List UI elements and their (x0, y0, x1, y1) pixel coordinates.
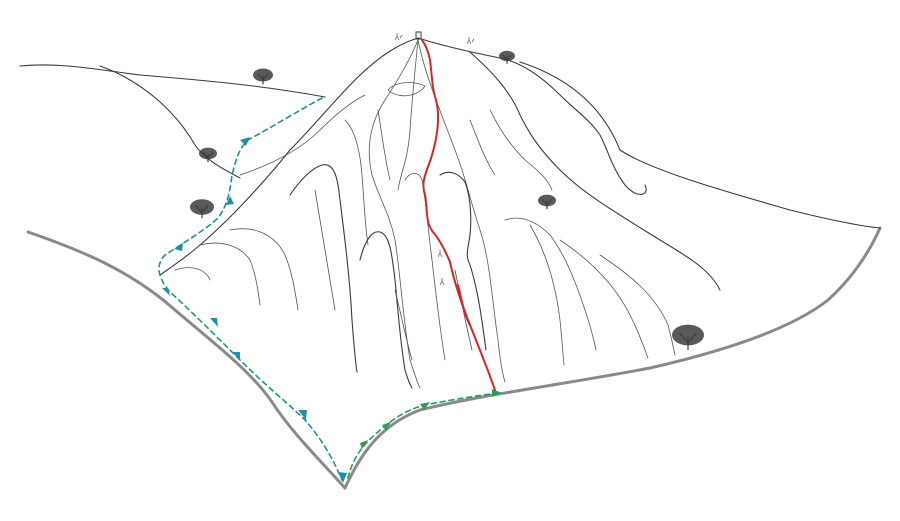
summit-marker-icon (415, 31, 422, 40)
tree-icon (199, 147, 217, 163)
climber-icon (394, 33, 475, 286)
trees (190, 50, 704, 350)
slab-right-2 (529, 224, 565, 366)
slab-right-4 (599, 254, 676, 356)
tree-icon (253, 68, 273, 85)
pillar-left-inner (314, 189, 336, 311)
left-slope-2 (229, 228, 299, 311)
tree-icon (499, 50, 515, 64)
return-arrow-1 (360, 440, 368, 449)
gully-2 (397, 39, 419, 191)
approach-arrow-2 (226, 196, 234, 205)
approach-arrow-4 (162, 288, 170, 296)
ground-edge-front (343, 226, 882, 490)
horizon-left (19, 64, 326, 98)
return-arrow-2 (382, 422, 391, 431)
approach-trail-path (158, 97, 343, 481)
approach-arrow-7 (298, 410, 307, 420)
gully-1 (368, 39, 421, 389)
tree-icon (672, 324, 704, 350)
return-trail-path (347, 392, 499, 479)
left-valley-slope (99, 65, 241, 179)
approach-arrow-6 (232, 352, 240, 360)
climb-route-variant (457, 284, 471, 326)
tower-right (439, 171, 487, 351)
return-arrow-4 (492, 389, 502, 397)
slab-right-6 (469, 119, 496, 176)
west-ridge (159, 37, 419, 276)
left-slope-1 (199, 242, 261, 306)
tower-center (404, 172, 446, 361)
approach-arrow-5 (210, 318, 218, 327)
return-trail (347, 389, 502, 479)
summit-cap (387, 82, 426, 97)
buttress-left (239, 94, 366, 176)
gully-lower-1 (394, 289, 413, 361)
tree-icon (538, 194, 556, 210)
ramp-1 (344, 119, 369, 246)
horizon-right (519, 61, 881, 229)
approach-arrow-3 (174, 243, 183, 251)
east-shoulder (469, 51, 721, 291)
horizon-lines (19, 61, 881, 229)
slab-right-1 (504, 217, 597, 351)
ramp-2 (377, 109, 391, 181)
approach-arrow-1 (240, 137, 250, 146)
gully-3 (417, 39, 506, 383)
pillar-left (289, 164, 358, 373)
slab-right-3 (559, 239, 649, 359)
ground-edge-left (26, 230, 347, 490)
mountain-silhouette (159, 37, 721, 291)
slab-right-5 (489, 109, 553, 191)
tree-icon (190, 199, 214, 219)
ground-edge (26, 226, 882, 490)
climb-route (421, 39, 496, 391)
tower-left (359, 231, 413, 389)
return-arrow-3 (420, 402, 430, 410)
approach-trail (158, 97, 347, 483)
rock-features (174, 39, 676, 389)
left-slope-3 (174, 267, 211, 281)
east-ridge (417, 37, 647, 195)
approach-arrow-8 (338, 472, 347, 483)
